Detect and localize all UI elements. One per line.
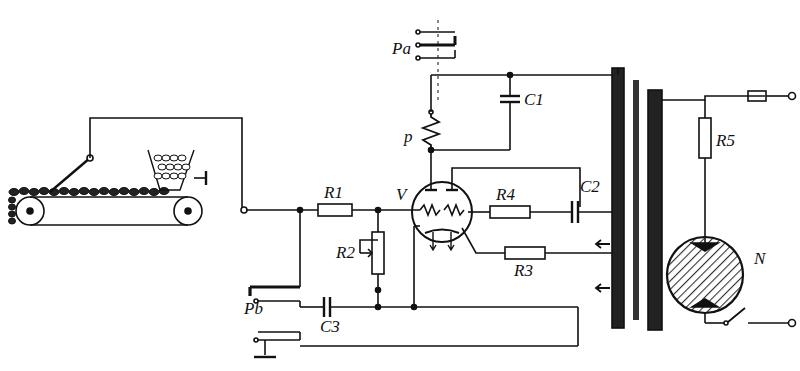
component-label: C2 <box>580 178 600 195</box>
component-label: C3 <box>320 318 340 335</box>
component-label: R4 <box>496 186 515 203</box>
component-label: p <box>404 128 413 145</box>
potentiometer-symbol <box>372 232 384 274</box>
component-label: R5 <box>716 132 735 149</box>
component-label: R1 <box>324 184 343 201</box>
capacitor-symbol <box>500 95 520 97</box>
transformer <box>596 68 796 330</box>
capacitor-symbol <box>571 201 573 223</box>
vacuum-tube <box>412 180 473 310</box>
resistor-symbol <box>505 247 545 259</box>
resistor-symbol <box>748 91 766 101</box>
input-network <box>247 204 578 357</box>
component-label: N <box>754 250 765 267</box>
capacitor-symbol <box>323 297 325 317</box>
anode-circuit <box>416 20 618 346</box>
component-label: R3 <box>514 262 533 279</box>
component-label: Pb <box>244 300 263 317</box>
conveyor-belt <box>9 118 248 225</box>
resistor-symbol <box>318 204 352 216</box>
resistor-symbol <box>699 118 711 158</box>
resistor-symbol <box>490 206 530 218</box>
component-label: Pa <box>392 40 411 57</box>
component-label: C1 <box>524 91 544 108</box>
component-label: R2 <box>336 244 355 261</box>
glow-lamp <box>667 237 743 313</box>
relay-coil <box>423 112 439 150</box>
component-label: V <box>396 186 406 203</box>
